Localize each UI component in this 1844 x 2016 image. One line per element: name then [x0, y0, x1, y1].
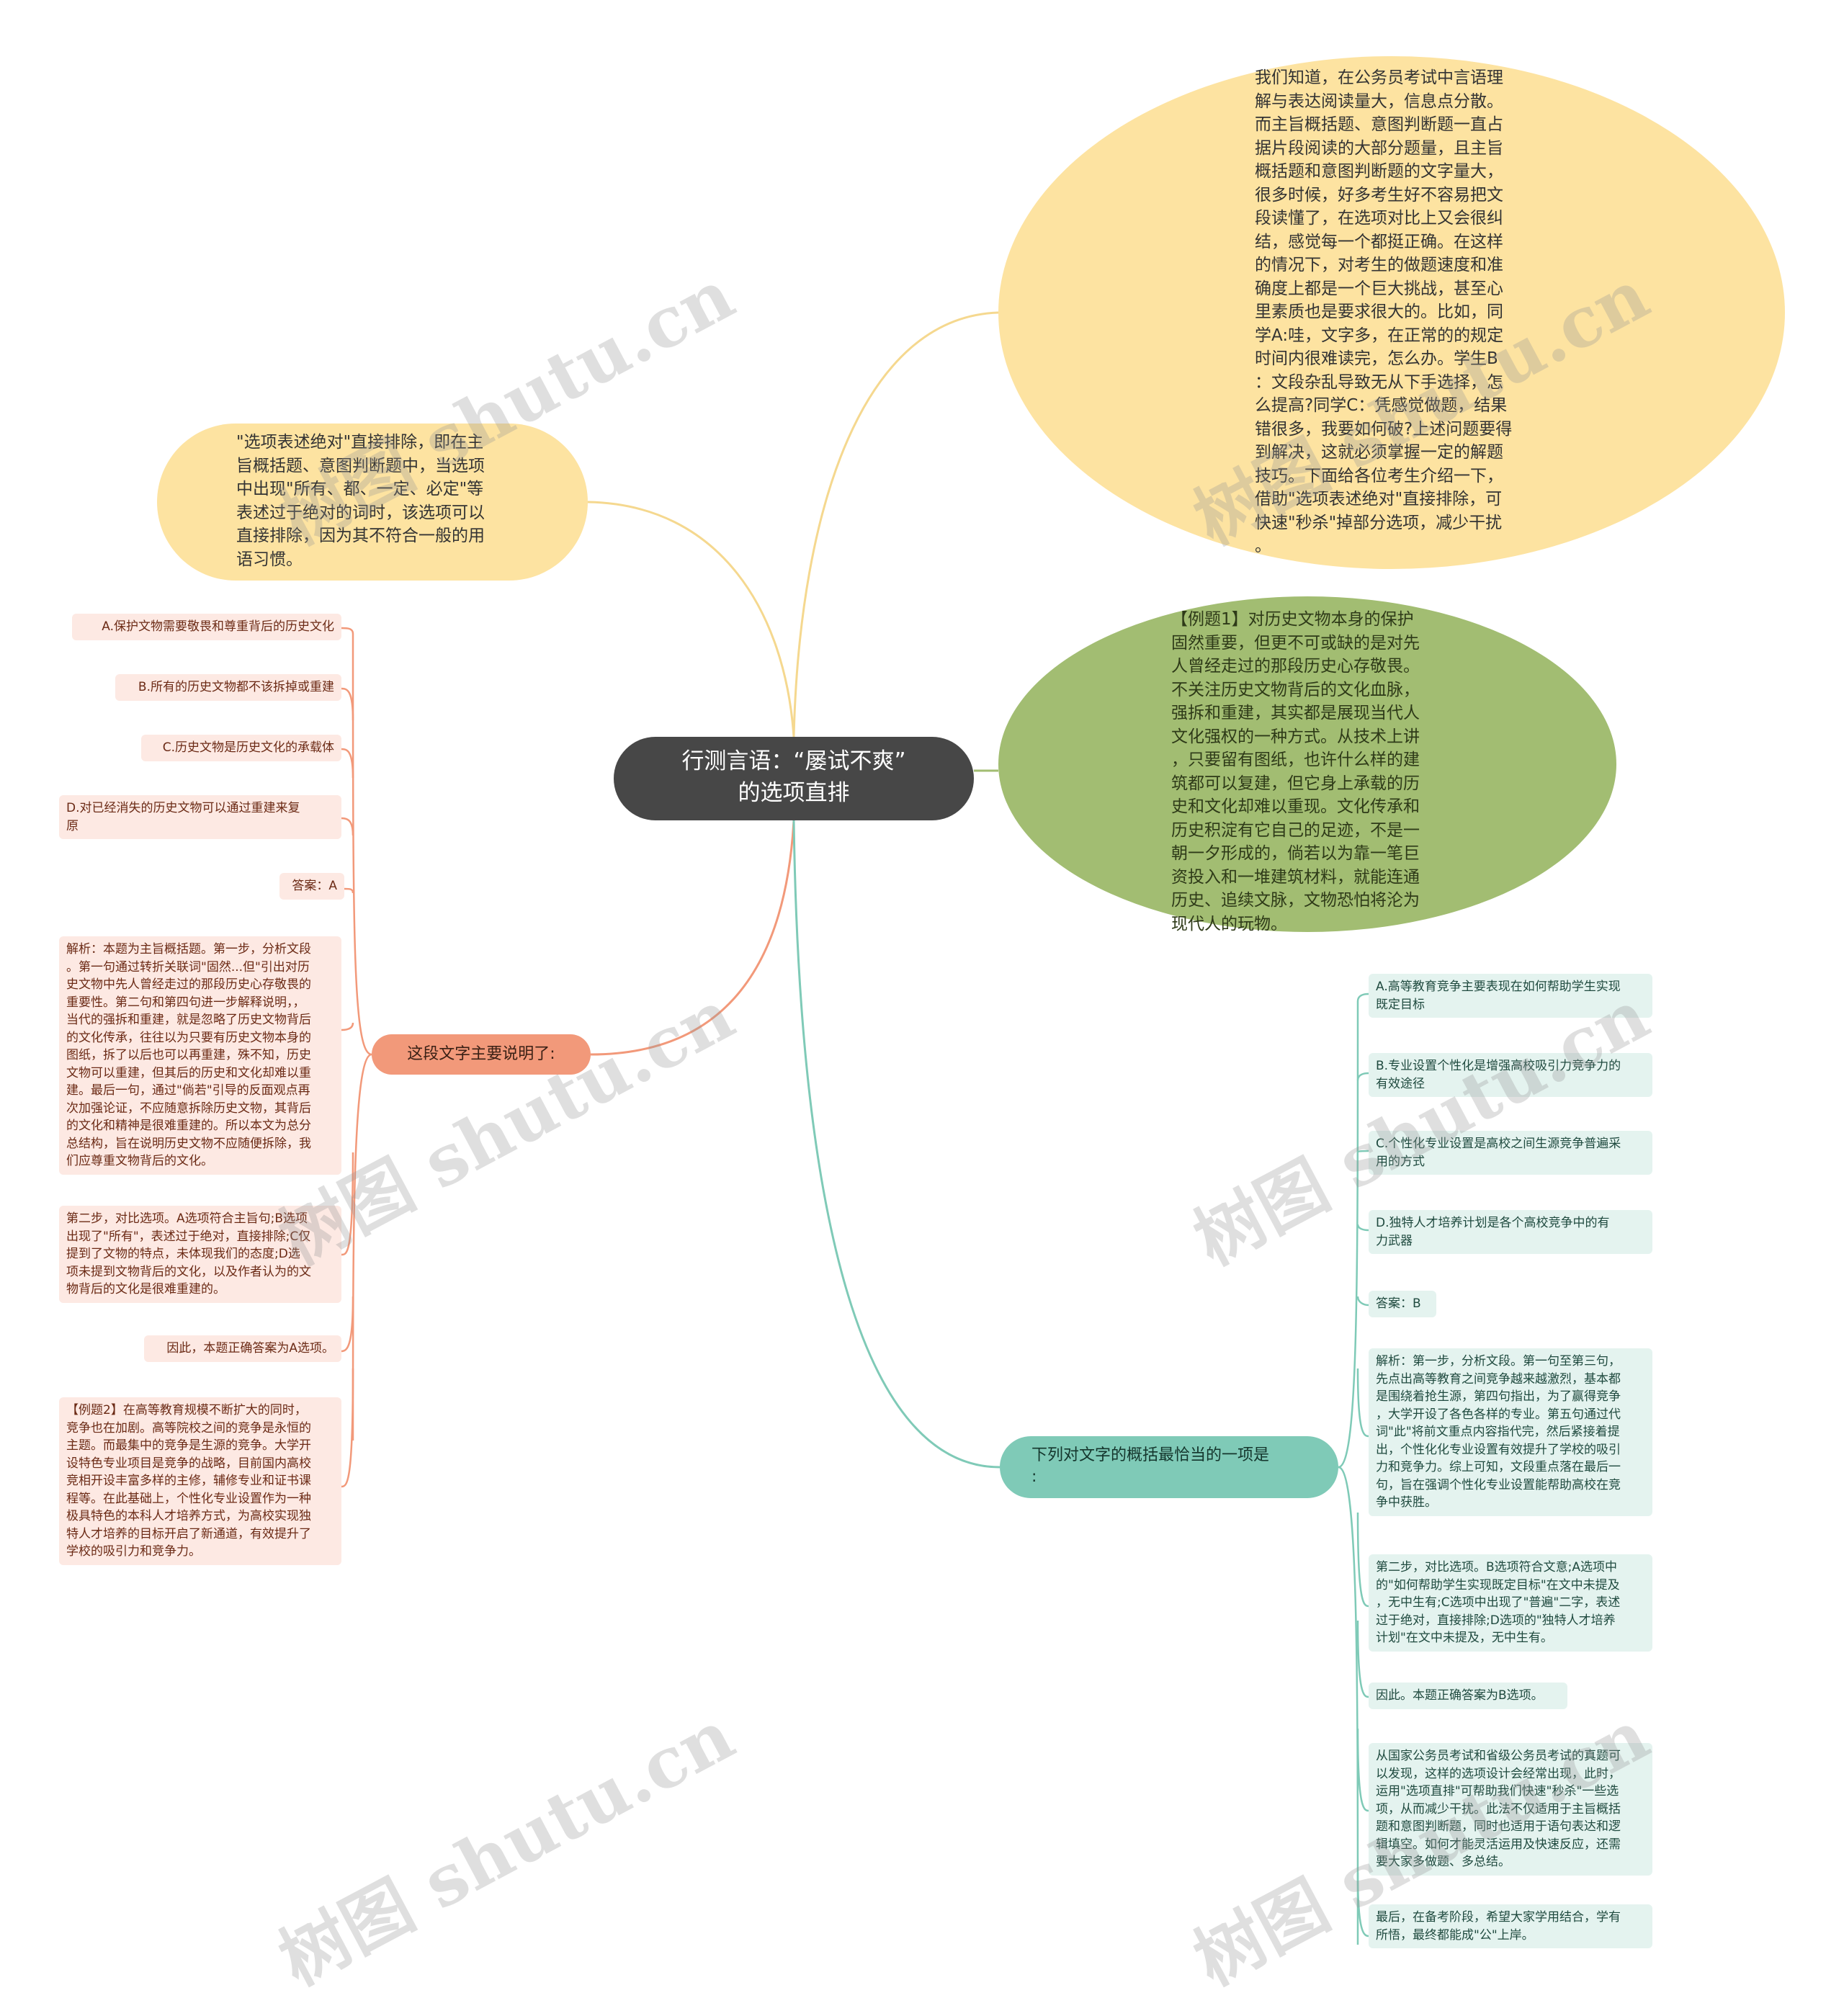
q2-option-b[interactable]: B.专业设置个性化是增强高校吸引力竞争力的 有效途径: [1369, 1053, 1652, 1097]
example1-ellipse[interactable]: 【例题1】对历史文物本身的保护 固然重要，但更不可或缺的是对先 人曾经走过的那段…: [998, 596, 1616, 933]
q1-conclusion[interactable]: 因此，本题正确答案为A选项。: [144, 1335, 341, 1362]
q1-option-d[interactable]: D.对已经消失的历史文物可以通过重建来复 原: [59, 795, 341, 839]
link-root-intro: [792, 311, 999, 738]
q1-analysis-step1[interactable]: 解析：本题为主旨概括题。第一步，分析文段 。第一句通过转折关联词"固然...但"…: [59, 936, 341, 1175]
q1-analysis-step2[interactable]: 第二步，对比选项。A选项符合主旨句;B选项 出现了"所有"，表述过于绝对，直接排…: [59, 1206, 341, 1303]
q2-option-c[interactable]: C.个性化专业设置是高校之间生源竞争普遍采 用的方式: [1369, 1131, 1652, 1175]
q1-option-c[interactable]: C.历史文物是历史文化的承载体: [141, 735, 341, 761]
q2-conclusion[interactable]: 因此。本题正确答案为B选项。: [1369, 1683, 1567, 1709]
q2-answer[interactable]: 答案：B: [1369, 1291, 1436, 1317]
intro-ellipse[interactable]: 我们知道，在公务员考试中言语理 解与表达阅读量大，信息点分散。 而主旨概括题、意…: [998, 56, 1785, 569]
q2-analysis-step1[interactable]: 解析：第一步，分析文段。第一句至第三句， 先点出高等教育之间竞争越来越激烈，基本…: [1369, 1348, 1652, 1516]
q1-option-a[interactable]: A.保护文物需要敬畏和尊重背后的历史文化: [72, 614, 341, 640]
q1-option-b[interactable]: B.所有的历史文物都不该拆掉或重建: [115, 674, 341, 701]
tip-pill[interactable]: "选项表述绝对"直接排除，即在主 旨概括题、意图判断题中，当选项 中出现"所有、…: [157, 424, 588, 581]
q2-option-a[interactable]: A.高等教育竞争主要表现在如何帮助学生实现 既定目标: [1369, 974, 1652, 1018]
link-root-q2: [792, 820, 1001, 1469]
q2-analysis-step2[interactable]: 第二步，对比选项。B选项符合文意;A选项中 的"如何帮助学生实现既定目标"在文中…: [1369, 1554, 1652, 1652]
q2-spine: [1338, 1000, 1359, 1469]
q1-answer[interactable]: 答案：A: [279, 873, 344, 900]
question1-topic[interactable]: 这段文字主要说明了:: [372, 1034, 591, 1075]
q2-option-d[interactable]: D.独特人才培养计划是各个高校竞争中的有 力武器: [1369, 1210, 1652, 1254]
q2-spine-down: [1338, 1466, 1359, 1945]
q1-spine-down: [352, 1053, 372, 1441]
q2-final-note[interactable]: 最后，在备考阶段，希望大家学用结合，学有 所悟，最终都能成"公"上岸。: [1369, 1904, 1652, 1948]
link-root-q1: [590, 820, 795, 1056]
q2-summary[interactable]: 从国家公务员考试和省级公务员考试的真题可 以发现，这样的选项设计会经常出现，此时…: [1369, 1743, 1652, 1876]
question2-topic[interactable]: 下列对文字的概括最恰当的一项是 :: [1000, 1436, 1338, 1498]
root-topic[interactable]: 行测言语：“屡试不爽” 的选项直排: [614, 737, 974, 820]
q1-example2[interactable]: 【例题2】在高等教育规模不断扩大的同时， 竞争也在加剧。高等院校之间的竞争是永恒…: [59, 1397, 341, 1565]
link-root-tip: [587, 501, 795, 738]
q1-spine: [352, 633, 372, 1056]
